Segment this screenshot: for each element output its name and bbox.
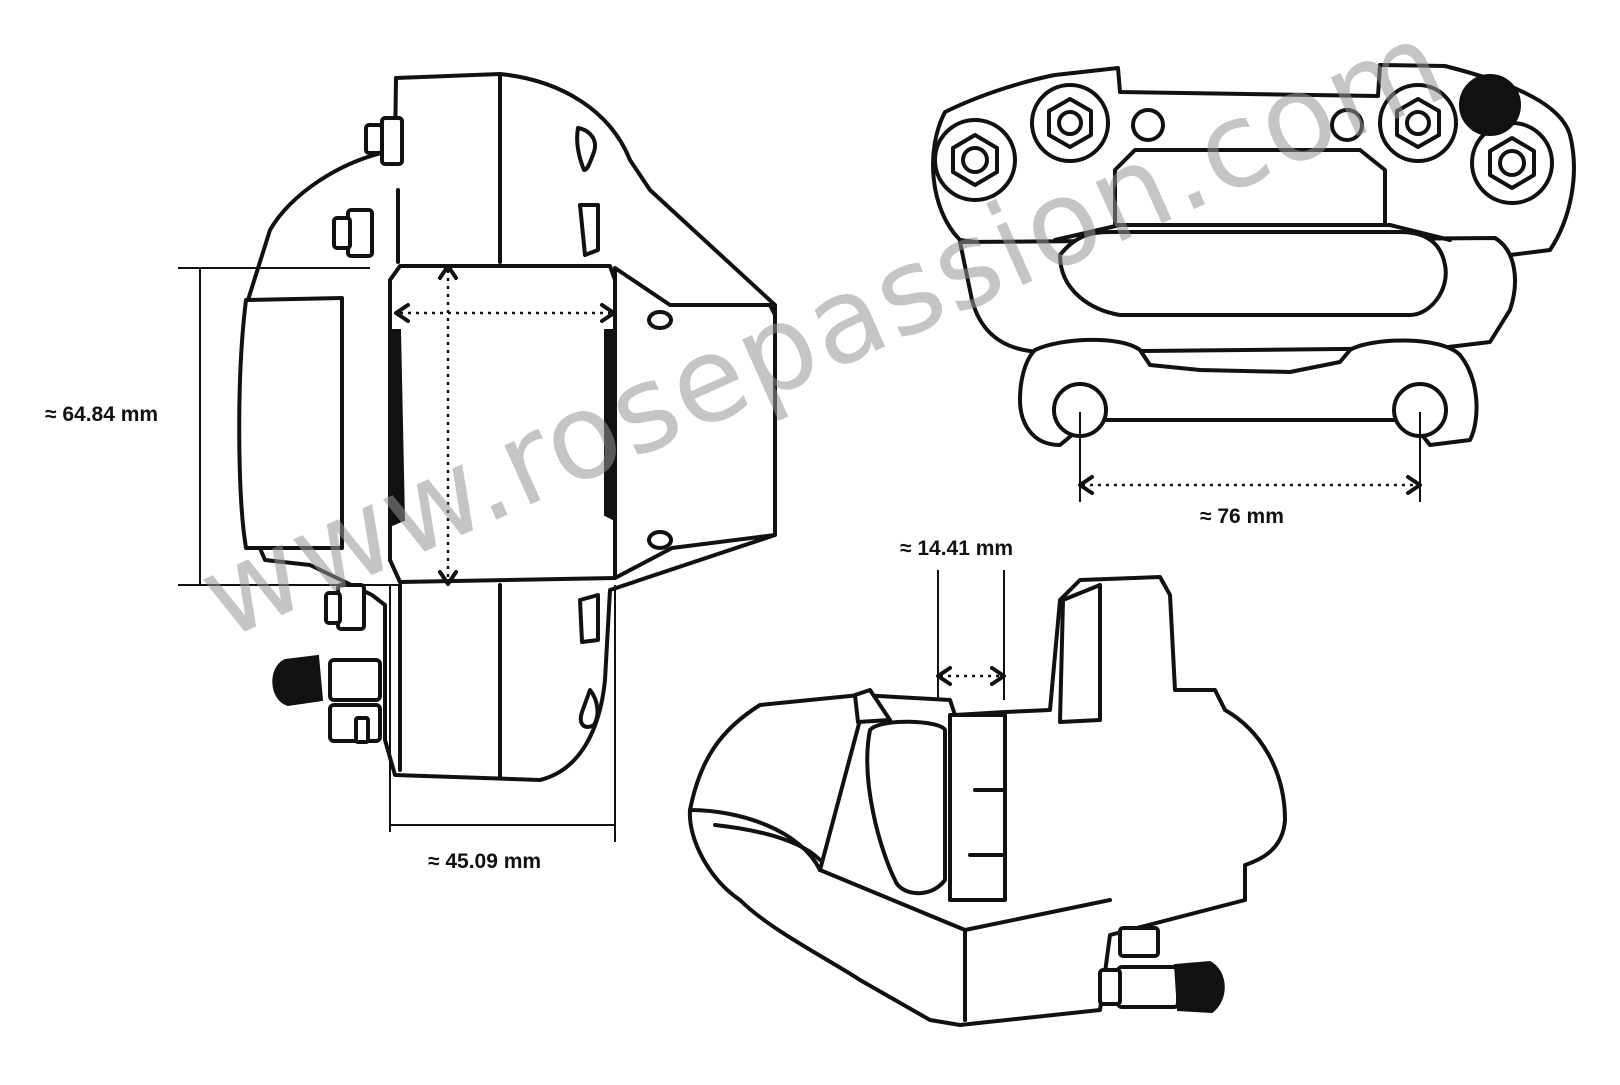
side-view-piston-housing [237,296,344,550]
side-view-bleed-cap [272,654,324,707]
caliper-front-view [931,63,1576,502]
height-dimension-label: ≈ 64.84 mm [45,403,159,426]
hole-spacing-dimension-label: ≈ 76 mm [1200,505,1284,528]
caliper-perspective-view [687,570,1287,1027]
front-view-center-window [1113,148,1387,227]
caliper-side-view [178,72,777,842]
front-view-bleed-cap [1459,74,1521,136]
width-dimension-label: ≈ 45.09 mm [428,850,542,873]
side-view-brake-pad [388,264,617,584]
perspective-view-bleed-cap [1173,960,1225,1014]
front-view-mounting-lugs [1018,337,1479,447]
side-view-flange [613,266,777,580]
pad-thickness-dimension-label: ≈ 14.41 mm [900,537,1014,560]
